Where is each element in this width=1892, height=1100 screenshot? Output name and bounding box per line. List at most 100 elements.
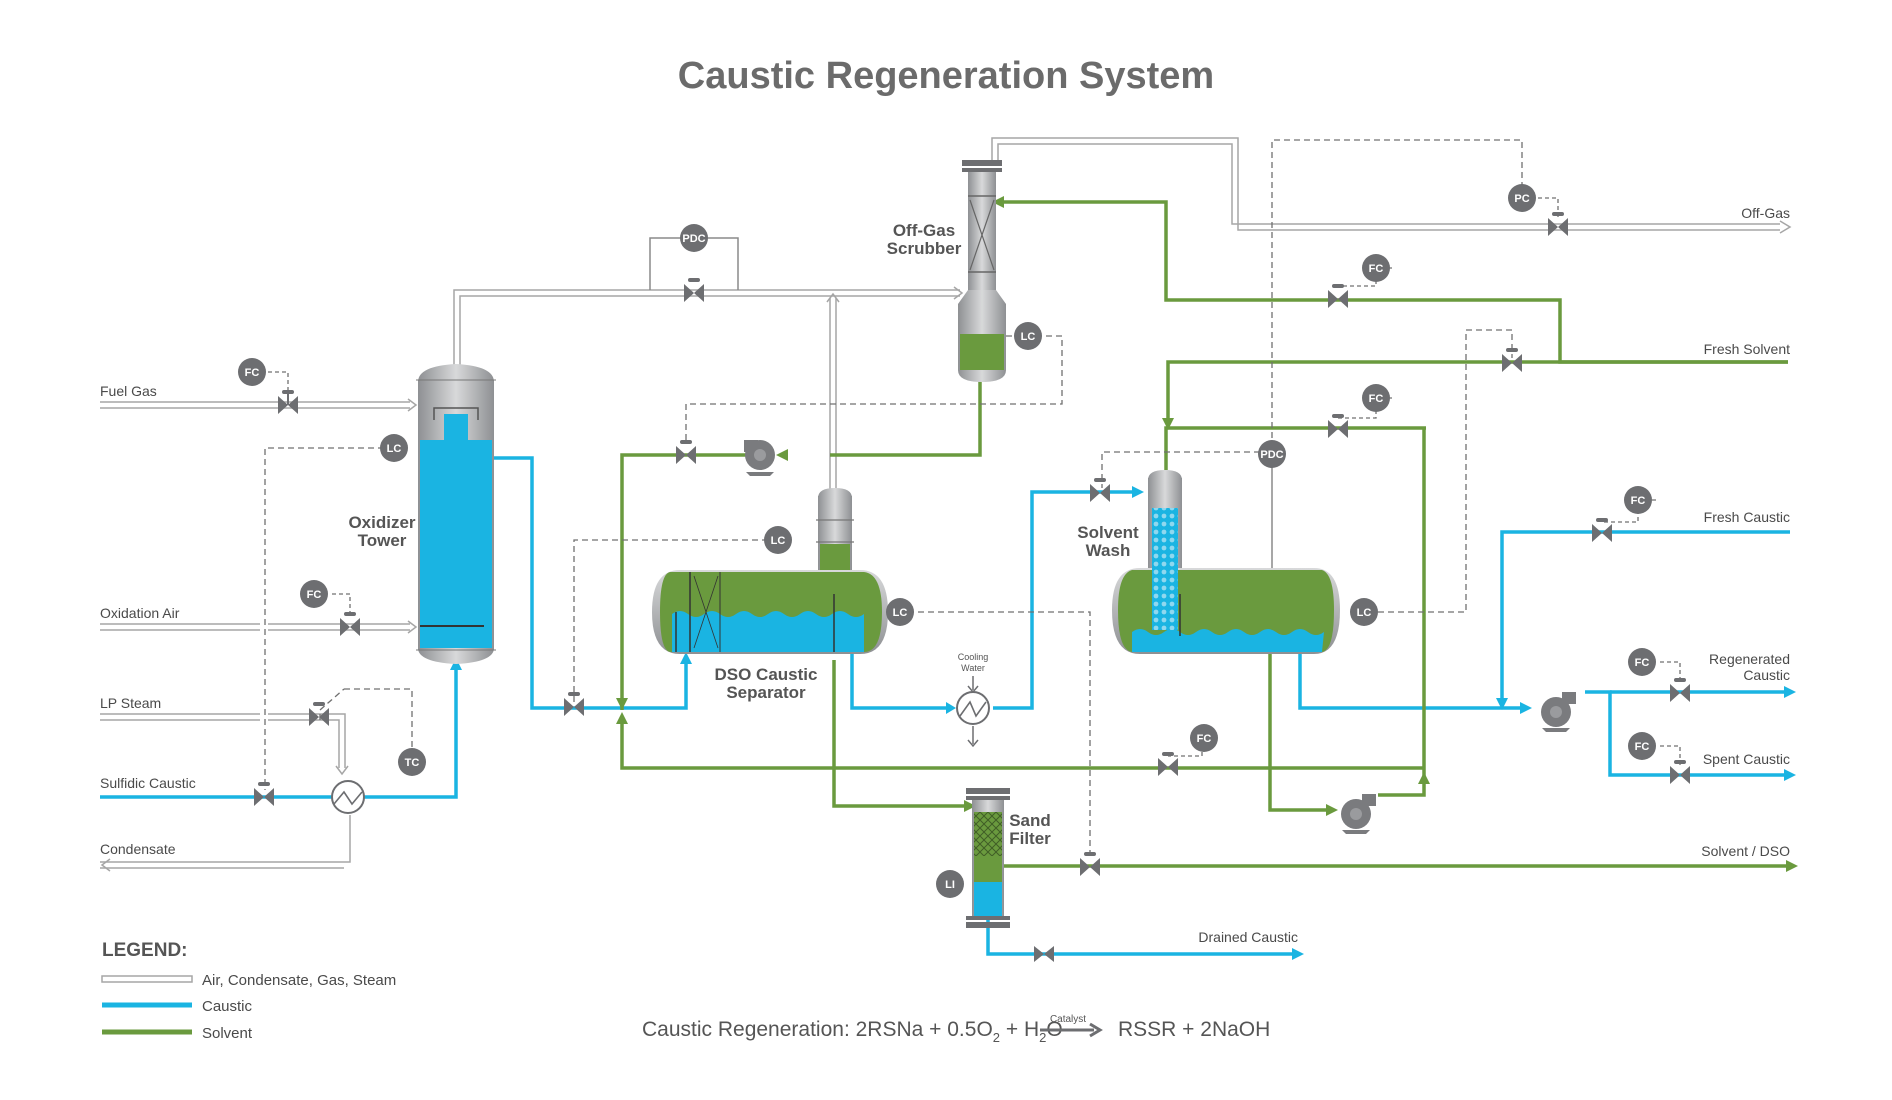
tc-feed[interactable]: TC	[398, 748, 426, 776]
lc-oxidizer[interactable]: LC	[380, 434, 408, 462]
cooler-exchanger	[956, 676, 990, 748]
equipment-labels: Oxidizer Tower Off-Gas Scrubber DSO Caus…	[348, 221, 1139, 848]
svg-text:LC: LC	[1021, 331, 1036, 343]
svg-text:FC: FC	[245, 367, 260, 379]
legend-heading: LEGEND:	[102, 940, 188, 961]
svg-text:FC: FC	[1635, 741, 1650, 753]
pdc-wash[interactable]: PDC	[1258, 440, 1286, 468]
svg-text:LI: LI	[945, 879, 955, 891]
valve-solvent-return[interactable]	[1158, 752, 1178, 776]
fc-fresh-caustic[interactable]: FC	[1624, 486, 1652, 514]
svg-text:LC: LC	[1357, 607, 1372, 619]
legend: LEGEND: Air, Condensate, Gas, Steam Caus…	[101, 940, 396, 1042]
svg-text:TC: TC	[405, 757, 420, 769]
label-oxidizer-2: Tower	[358, 531, 407, 550]
off-gas-scrubber	[958, 160, 1006, 382]
pump-recycle	[744, 440, 775, 476]
legend-item-caustic: Caustic	[202, 998, 253, 1015]
equation-catalyst: Catalyst	[1050, 1014, 1086, 1025]
label-fresh-solvent: Fresh Solvent	[1704, 341, 1790, 357]
label-separator-1: DSO Caustic	[715, 665, 818, 684]
signal-lines	[264, 139, 1523, 858]
sand-filter	[966, 788, 1010, 928]
label-wash-2: Wash	[1086, 541, 1131, 560]
label-filter-2: Filter	[1009, 829, 1051, 848]
solvent-lines	[620, 200, 1790, 868]
label-condensate: Condensate	[100, 841, 176, 857]
fc-scrubber-solvent[interactable]: FC	[1362, 254, 1390, 282]
valve-solvent-dso[interactable]	[1080, 852, 1100, 876]
lc-separator[interactable]: LC	[886, 598, 914, 626]
steam-arrow	[335, 765, 349, 776]
fc-oxidation-air[interactable]: FC	[300, 580, 328, 608]
oxidation-air-arrow	[407, 620, 418, 634]
pdc-oxidizer[interactable]: PDC	[680, 224, 708, 252]
valve-recycle-solvent[interactable]	[676, 440, 696, 464]
label-oxidation-air: Oxidation Air	[100, 605, 180, 621]
valve-sulfidic-caustic[interactable]	[254, 782, 274, 806]
pump-solvent	[1341, 794, 1376, 834]
valve-wash-caustic-inlet[interactable]	[1090, 478, 1110, 502]
svg-text:PDC: PDC	[1260, 449, 1283, 461]
valve-pdc-bridge[interactable]	[684, 278, 704, 302]
svg-text:FC: FC	[1635, 657, 1650, 669]
label-cooling-water-2: Water	[961, 663, 985, 673]
valve-regenerated-caustic[interactable]	[1670, 678, 1690, 702]
valve-fresh-caustic[interactable]	[1592, 518, 1612, 542]
valve-wash-solvent[interactable]	[1328, 414, 1348, 438]
oxidizer-tower	[416, 364, 496, 664]
reaction-equation: Caustic Regeneration: 2RSNa + 0.5O2 + H2…	[642, 1014, 1270, 1045]
label-separator-2: Separator	[726, 683, 806, 702]
feed-heat-exchanger	[331, 780, 365, 814]
label-scrubber-1: Off-Gas	[893, 221, 955, 240]
instrument-bubbles[interactable]: FC LC FC TC PDC LC LC LC PC FC FC PDC LC…	[238, 184, 1656, 898]
fc-spent-caustic[interactable]: FC	[1628, 732, 1656, 760]
lc-separator-boot[interactable]: LC	[764, 526, 792, 554]
equation-left: Caustic Regeneration: 2RSNa + 0.5O2 + H2…	[642, 1018, 1063, 1045]
valve-oxidation-air[interactable]	[340, 612, 360, 636]
valve-drained-caustic[interactable]	[1034, 946, 1054, 962]
svg-text:FC: FC	[1369, 263, 1384, 275]
svg-text:FC: FC	[1197, 733, 1212, 745]
label-drained-caustic: Drained Caustic	[1198, 929, 1298, 945]
label-fresh-caustic: Fresh Caustic	[1704, 509, 1790, 525]
equation-right: RSSR + 2NaOH	[1118, 1018, 1270, 1041]
fc-wash-solvent[interactable]: FC	[1362, 384, 1390, 412]
solvent-wash	[1112, 470, 1340, 654]
label-oxidizer-1: Oxidizer	[348, 513, 415, 532]
svg-text:LC: LC	[893, 607, 908, 619]
valve-spent-caustic[interactable]	[1670, 760, 1690, 784]
fc-regenerated-caustic[interactable]: FC	[1628, 648, 1656, 676]
fc-fuel-gas[interactable]: FC	[238, 358, 266, 386]
dso-caustic-separator	[652, 488, 888, 654]
valve-lp-steam[interactable]	[309, 702, 329, 726]
solvent-arrows	[616, 196, 1798, 872]
svg-text:FC: FC	[1369, 393, 1384, 405]
svg-text:LC: LC	[771, 535, 786, 547]
li-sand-filter[interactable]: LI	[936, 870, 964, 898]
svg-text:LC: LC	[387, 443, 402, 455]
vent-arrow	[826, 292, 840, 303]
label-off-gas: Off-Gas	[1741, 205, 1790, 221]
diagram-title: Caustic Regeneration System	[678, 55, 1214, 97]
label-sulfidic-caustic: Sulfidic Caustic	[100, 775, 196, 791]
svg-text:FC: FC	[307, 589, 322, 601]
valve-scrubber-solvent[interactable]	[1328, 284, 1348, 308]
pc-off-gas[interactable]: PC	[1508, 184, 1536, 212]
label-wash-1: Solvent	[1077, 523, 1139, 542]
lc-wash[interactable]: LC	[1350, 598, 1378, 626]
fuel-gas-arrow	[407, 398, 418, 412]
scrubber-inlet-arrow	[953, 286, 964, 300]
valve-fuel-gas[interactable]	[278, 390, 298, 414]
lc-scrubber[interactable]: LC	[1014, 322, 1042, 350]
pump-regenerated	[1541, 692, 1576, 732]
valve-fresh-solvent[interactable]	[1502, 348, 1522, 372]
valve-off-gas[interactable]	[1548, 212, 1568, 236]
fc-solvent-return[interactable]: FC	[1190, 724, 1218, 752]
off-gas-arrow	[1779, 220, 1792, 234]
valve-separator-inlet[interactable]	[564, 692, 584, 716]
svg-text:PC: PC	[1514, 193, 1529, 205]
control-valves[interactable]	[254, 212, 1690, 962]
label-regenerated-caustic-1: Regenerated	[1709, 651, 1790, 667]
